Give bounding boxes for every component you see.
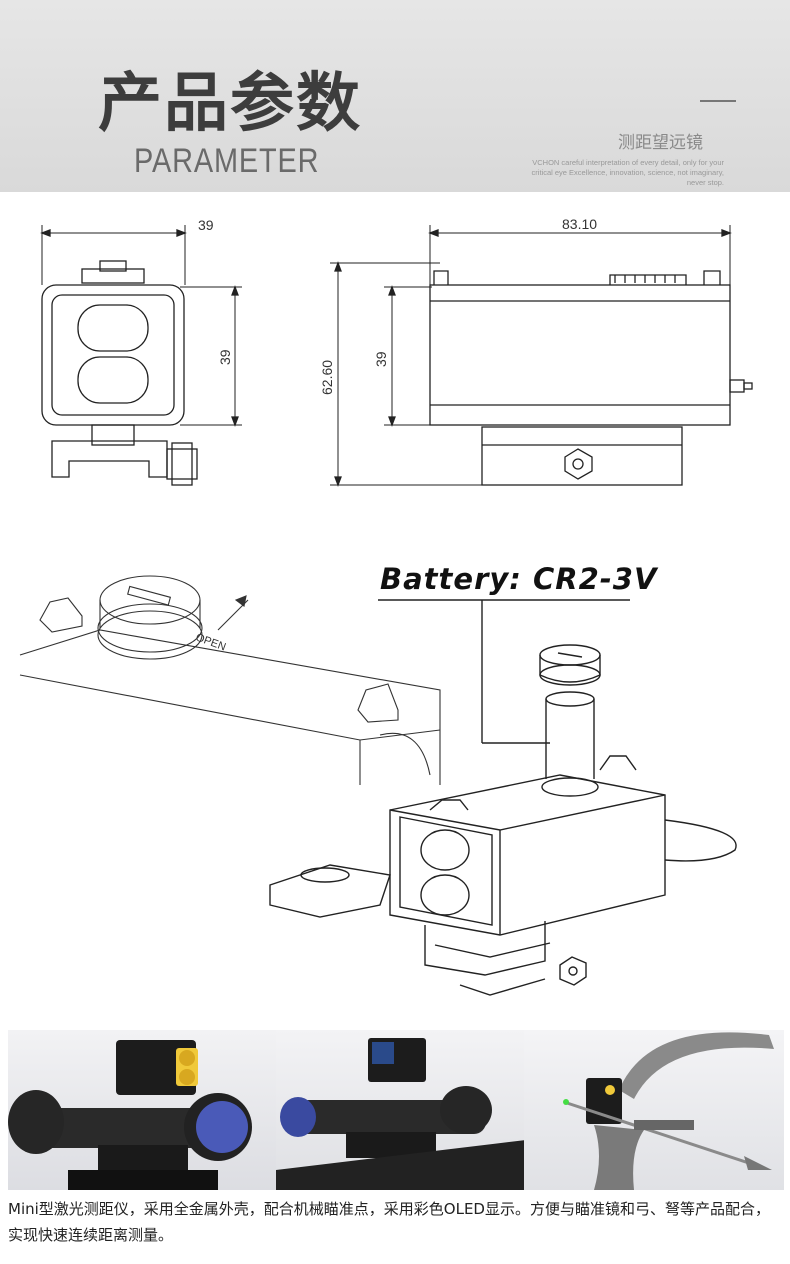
brand-name: 测距望远镜 — [618, 133, 703, 153]
side-length-label: 83.10 — [562, 216, 597, 232]
battery-label: Battery: CR2-3V — [380, 562, 658, 596]
brand-divider — [700, 100, 736, 102]
battery-exploded-drawing — [269, 599, 737, 996]
rangefinder-on-rifle-photo — [276, 1030, 526, 1190]
rangefinder-on-scope-photo — [8, 1030, 278, 1190]
front-view-drawing: 39 39 — [40, 217, 242, 486]
front-height-label: 39 — [217, 349, 233, 365]
page-subtitle: PARAMETER — [134, 142, 320, 180]
page-title: 产品参数 — [98, 67, 362, 141]
brand-tagline: VCHON careful interpretation of every de… — [531, 158, 724, 187]
crossbow-photo-art — [563, 1032, 774, 1190]
rifle-photo-art — [276, 1038, 526, 1190]
product-description: Mini型激光测距仪，采用全金属外壳，配合机械瞄准点，采用彩色OLED显示。方便… — [8, 1200, 770, 1244]
side-total-height-label: 62.60 — [319, 360, 335, 395]
header-banner: 产品参数 PARAMETER 测距望远镜 VCHON careful inter… — [0, 0, 790, 192]
side-view-drawing: 83.10 62.60 39 — [319, 216, 753, 487]
rangefinder-on-crossbow-photo — [524, 1030, 784, 1190]
cap-open-label: OPEN — [194, 632, 227, 654]
scope-photo-art — [8, 1040, 252, 1190]
battery-cap-closeup-drawing: OPEN — [19, 575, 441, 785]
side-body-height-label: 39 — [373, 351, 389, 367]
front-width-label: 39 — [198, 217, 214, 233]
